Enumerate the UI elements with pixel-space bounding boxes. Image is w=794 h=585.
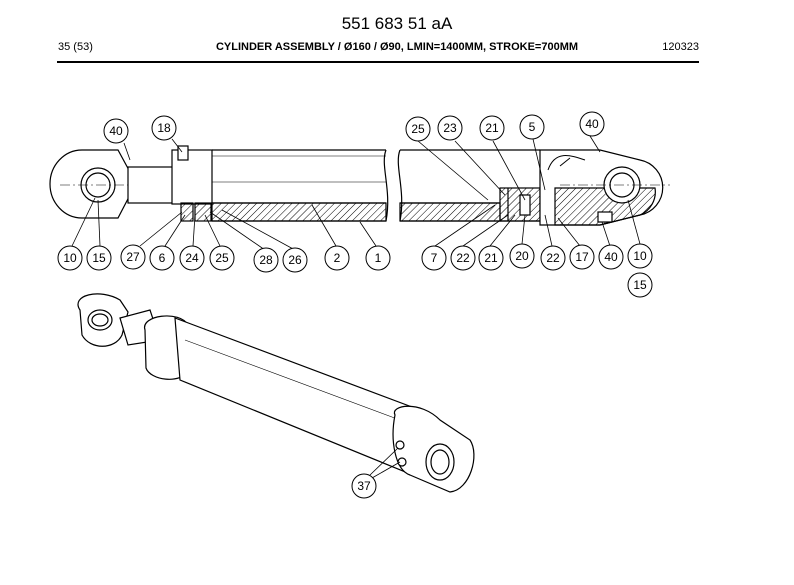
callout-balloon: 40 (598, 244, 624, 270)
callout-balloon: 25 (209, 245, 235, 271)
callout-balloon: 20 (509, 243, 535, 269)
cylinder-side-view (49, 145, 670, 226)
callout-balloon: 2 (324, 245, 350, 271)
callout-label: 28 (259, 253, 273, 267)
callout-label: 40 (604, 250, 618, 264)
callout-balloon: 17 (569, 244, 595, 270)
callout-label: 20 (515, 249, 529, 263)
callout-label: 23 (443, 121, 457, 135)
callout-balloon: 37 (351, 473, 377, 499)
callout-balloon: 10 (57, 245, 83, 271)
callout-label: 21 (485, 121, 499, 135)
callout-label: 15 (92, 251, 106, 265)
callout-balloon: 24 (179, 245, 205, 271)
callout-balloon: 23 (437, 115, 463, 141)
drawing-number: 551 683 51 aA (341, 14, 453, 33)
callout-label: 2 (334, 251, 341, 265)
callout-balloon: 1 (365, 245, 391, 271)
callout-label: 21 (484, 251, 498, 265)
callout-balloon: 40 (103, 118, 129, 144)
callout-label: 5 (529, 120, 536, 134)
callout-leaders-top (123, 135, 601, 201)
callout-label: 10 (633, 249, 647, 263)
callout-label: 7 (431, 251, 438, 265)
header-rule (57, 61, 699, 63)
callout-balloon: 7 (421, 245, 447, 271)
callout-label: 27 (126, 250, 140, 264)
callout-label: 25 (411, 122, 425, 136)
callout-leaders-bottom (71, 197, 641, 251)
callout-label: 40 (585, 117, 599, 131)
revision-code: 120323 (662, 41, 699, 53)
callout-balloon: 27 (120, 244, 146, 270)
callout-label: 25 (215, 251, 229, 265)
callout-label: 6 (159, 251, 166, 265)
callout-balloon: 10 (627, 243, 653, 269)
callout-label: 22 (546, 251, 560, 265)
cylinder-iso-view (77, 293, 475, 493)
callout-balloon: 40 (579, 111, 605, 137)
callout-label: 24 (185, 251, 199, 265)
callout-balloon: 15 (627, 272, 653, 298)
callout-balloon: 22 (540, 245, 566, 271)
callout-label: 18 (157, 121, 171, 135)
callout-balloon: 18 (151, 115, 177, 141)
callout-balloon: 22 (450, 245, 476, 271)
drawing-caption: CYLINDER ASSEMBLY / Ø160 / Ø90, LMIN=140… (215, 41, 579, 53)
callout-leader-iso (371, 461, 401, 479)
callout-balloon: 21 (478, 245, 504, 271)
callout-balloon: 5 (519, 114, 545, 140)
callout-label: 26 (288, 253, 302, 267)
callout-label: 17 (575, 250, 589, 264)
callout-balloon: 28 (253, 247, 279, 273)
callout-label: 1 (375, 251, 382, 265)
callout-label: 37 (357, 479, 371, 493)
callouts: 40 18 25 23 21 5 40 10 15 27 6 24 25 28 … (57, 111, 653, 499)
callout-balloon: 6 (149, 245, 175, 271)
callout-balloon: 15 (86, 245, 112, 271)
callout-balloon: 21 (479, 115, 505, 141)
callout-label: 40 (109, 124, 123, 138)
callout-leader-iso (369, 447, 399, 476)
callout-label: 10 (63, 251, 77, 265)
callout-balloon: 25 (405, 116, 431, 142)
callout-label: 22 (456, 251, 470, 265)
callout-label: 15 (633, 278, 647, 292)
page-number: 35 (53) (58, 41, 93, 53)
callout-balloon: 26 (282, 247, 308, 273)
